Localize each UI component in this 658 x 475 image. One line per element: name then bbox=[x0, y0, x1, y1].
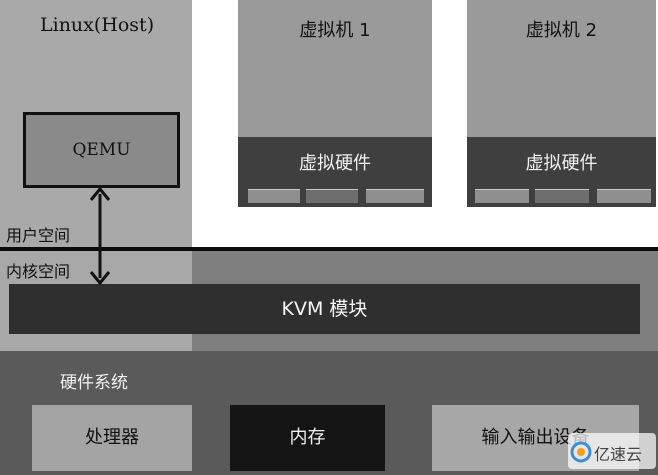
io-devices-label: 输入输出设备 bbox=[481, 427, 590, 448]
vm-2-title: 虚拟机 2 bbox=[525, 20, 598, 41]
hardware-system-label: 硬件系统 bbox=[60, 373, 128, 393]
cpu-box: 处理器 bbox=[32, 405, 192, 471]
vm-1-panel: 虚拟机 1 虚拟硬件 bbox=[238, 0, 432, 207]
kvm-module: KVM 模块 bbox=[9, 284, 640, 334]
vm-1-slot bbox=[248, 189, 300, 203]
vm-2-virtual-hardware: 虚拟硬件 bbox=[467, 137, 656, 207]
vm-1-slot bbox=[306, 189, 358, 203]
vm-2-slot bbox=[475, 189, 529, 203]
cloud-logo-icon bbox=[570, 441, 592, 463]
qemu-label: QEMU bbox=[72, 140, 131, 160]
user-space-label: 用户空间 bbox=[6, 226, 71, 245]
kernel-space-label: 内核空间 bbox=[6, 262, 71, 281]
vm-2-slot bbox=[597, 189, 651, 203]
watermark: 亿速云 bbox=[568, 433, 656, 469]
qemu-box: QEMU bbox=[23, 112, 180, 188]
watermark-text: 亿速云 bbox=[594, 445, 643, 464]
memory-box: 内存 bbox=[230, 405, 385, 471]
vm-1-virtual-hardware: 虚拟硬件 bbox=[238, 137, 432, 207]
host-title: Linux(Host) bbox=[40, 14, 155, 36]
vm-1-slot bbox=[366, 189, 424, 203]
user-kernel-divider bbox=[0, 247, 658, 251]
qemu-kvm-arrow bbox=[89, 186, 111, 286]
vm-2-panel: 虚拟机 2 虚拟硬件 bbox=[467, 0, 656, 207]
cpu-label: 处理器 bbox=[85, 427, 139, 448]
vm-1-virtual-hardware-label: 虚拟硬件 bbox=[299, 153, 371, 174]
kvm-module-label: KVM 模块 bbox=[281, 298, 368, 320]
arrow-head-up bbox=[89, 186, 111, 201]
arrow-head-down bbox=[89, 271, 111, 286]
vm-2-virtual-hardware-label: 虚拟硬件 bbox=[525, 153, 598, 174]
vm-1-title: 虚拟机 1 bbox=[299, 20, 371, 41]
vm-2-slot bbox=[535, 189, 589, 203]
memory-label: 内存 bbox=[289, 427, 326, 448]
